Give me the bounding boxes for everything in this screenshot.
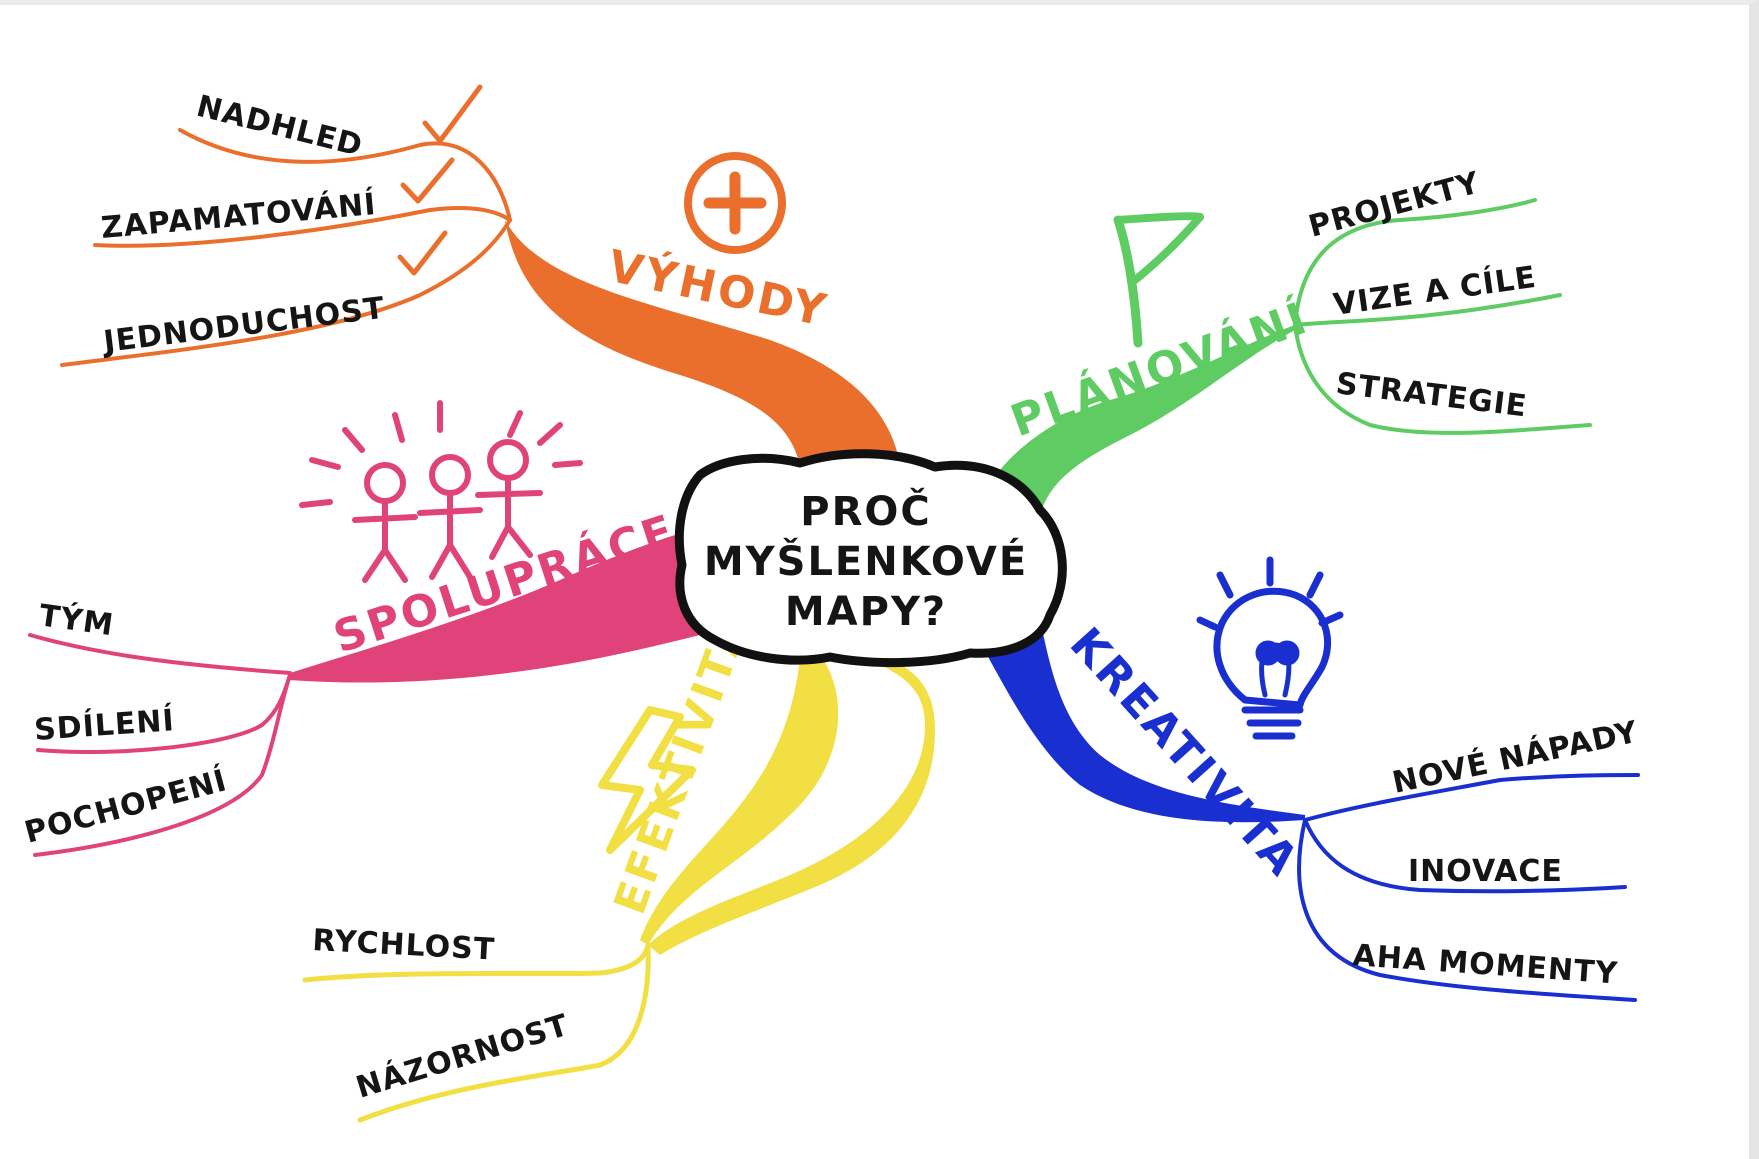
branch-spoluprace-trunk [290, 525, 720, 683]
leaf-line-tym [28, 633, 292, 675]
leaf-line-nove-napady [1303, 773, 1640, 822]
leaf-line-jednoduchost [60, 218, 512, 367]
leaf-line-rychlost [302, 942, 651, 983]
leaf-line-nadhled [178, 128, 512, 222]
leaf-line-aha-momenty [1297, 818, 1637, 1002]
leaf-inovace: INOVACE [1408, 854, 1563, 889]
leaf-aha-momenty: AHA MOMENTY [1351, 938, 1619, 991]
leaf-line-inovace [1303, 818, 1627, 894]
center-cloud [674, 449, 1067, 668]
plus-circle-icon [684, 152, 786, 254]
leaf-line-strategie [1293, 323, 1592, 435]
check-icon [422, 84, 483, 144]
center-title-line-2: MYŠLENKOVÉ [704, 537, 1028, 585]
leaf-line-nazornost [357, 942, 651, 1123]
leaf-strategie: STRATEGIE [1334, 366, 1529, 424]
lightbulb-icon [1196, 556, 1344, 740]
center-title-line-3: MAPY? [785, 589, 947, 635]
check-icon [397, 230, 448, 276]
branch-vyhody-trunk [505, 220, 900, 465]
branch-efektivita: RYCHLOST NÁZORNOST EFEKTIVITA [302, 610, 935, 1123]
leaf-rychlost: RYCHLOST [312, 923, 496, 968]
flag-icon [1113, 212, 1204, 348]
branch-kreativita: NOVÉ NÁPADY INOVACE AHA MOMENTY KREATIVI… [970, 556, 1642, 1002]
leaf-nove-napady: NOVÉ NÁPADY [1389, 714, 1641, 801]
branch-efektivita-trunk-thick [648, 645, 935, 955]
leaf-jednoduchost: JEDNODUCHOST [100, 291, 387, 360]
center-node: PROČ MYŠLENKOVÉ MAPY? [674, 449, 1067, 668]
leaf-sdileni: SDÍLENÍ [33, 702, 176, 748]
center-title-line-1: PROČ [800, 487, 931, 535]
branch-planovani-trunk [1000, 325, 1295, 515]
check-icon [400, 157, 455, 204]
branch-planovani: PROJEKTY VIZE A CÍLE STRATEGIE PLÁNOVÁNÍ [1000, 165, 1592, 515]
leaf-tym: TÝM [37, 596, 116, 643]
leaf-line-zapamatovani [93, 206, 512, 248]
leaf-pochopeni: POCHOPENÍ [21, 762, 231, 851]
leaf-projekty: PROJEKTY [1305, 165, 1484, 244]
people-icon [299, 400, 583, 583]
branch-efektivita-trunk [640, 655, 839, 945]
branch-label-planovani: PLÁNOVÁNÍ [1004, 291, 1316, 448]
branch-vyhody: NADHLED ZAPAMATOVÁNÍ JEDNODUCHOST VÝHODY [60, 84, 900, 465]
lightning-icon [598, 706, 696, 854]
leaf-line-vize [1293, 293, 1562, 327]
leaf-line-pochopeni [33, 673, 292, 857]
leaf-line-projekty [1293, 198, 1537, 327]
leaf-zapamatovani: ZAPAMATOVÁNÍ [100, 186, 378, 246]
mind-map-diagram: NADHLED ZAPAMATOVÁNÍ JEDNODUCHOST VÝHODY… [21, 84, 1642, 1123]
leaf-nadhled: NADHLED [193, 89, 366, 164]
